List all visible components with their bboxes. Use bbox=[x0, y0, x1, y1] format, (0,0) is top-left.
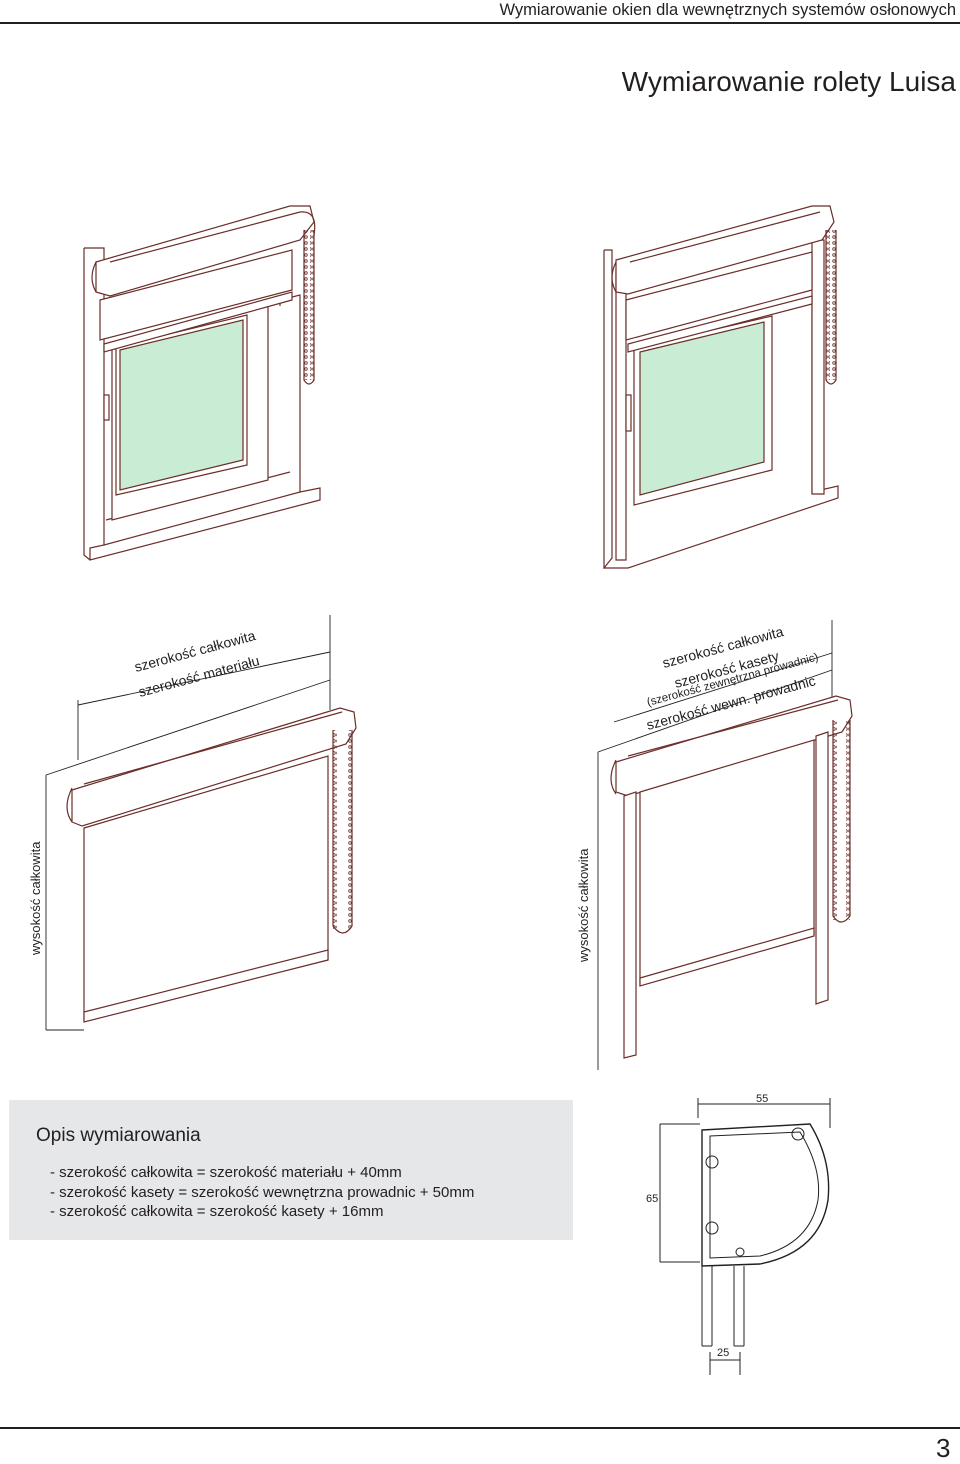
description-panel bbox=[9, 1100, 573, 1240]
blind-left-dimension-drawing bbox=[45, 615, 357, 1031]
profile-height-label: 65 bbox=[646, 1193, 658, 1205]
formula-1: - szerokość całkowita = szerokość materi… bbox=[50, 1164, 402, 1181]
formula-2: - szerokość kasety = szerokość wewnętrzn… bbox=[50, 1184, 475, 1201]
window-left-illustration bbox=[83, 205, 321, 561]
blind-right-dimension-drawing bbox=[597, 620, 853, 1070]
page-number: 3 bbox=[936, 1433, 951, 1463]
window-right-illustration bbox=[602, 205, 839, 569]
header-title: Wymiarowanie okien dla wewnętrznych syst… bbox=[499, 1, 956, 19]
right-height-total-label: wysokość całkowita bbox=[576, 848, 591, 963]
description-heading: Opis wymiarowania bbox=[36, 1125, 201, 1146]
footer-divider bbox=[0, 1427, 960, 1429]
cassette-profile-drawing bbox=[659, 1098, 831, 1375]
header-divider bbox=[0, 22, 960, 24]
formula-3: - szerokość całkowita = szerokość kasety… bbox=[50, 1203, 384, 1220]
profile-width-bottom-label: 25 bbox=[717, 1347, 729, 1359]
profile-width-top-label: 55 bbox=[756, 1093, 768, 1105]
left-height-total-label: wysokość całkowita bbox=[28, 841, 43, 956]
section-title: Wymiarowanie rolety Luisa bbox=[621, 66, 956, 97]
